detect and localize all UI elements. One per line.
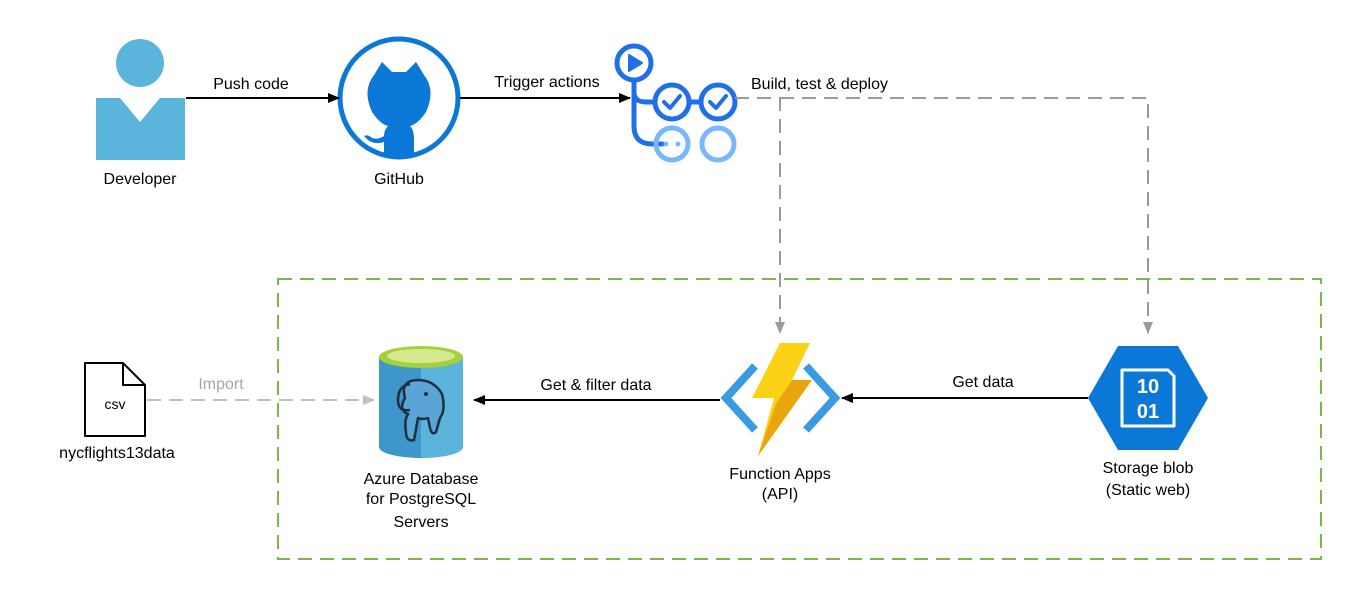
file-icon: csv (84, 362, 146, 437)
trigger-actions-label: Trigger actions (494, 74, 599, 91)
get-data-label: Get data (952, 374, 1013, 391)
user-icon (96, 39, 185, 160)
storage-blob-node: 10 01 Storage blob (Static web) (1088, 346, 1208, 499)
function-apps-label-line-2: (API) (762, 486, 798, 503)
csv-file-node: csv nycflights13data (59, 362, 175, 462)
storage-blob-icon: 10 01 (1088, 346, 1208, 450)
push-code-label: Push code (213, 76, 289, 93)
function-app-icon (720, 343, 841, 456)
build-deploy-label: Build, test & deploy (751, 76, 888, 93)
db-label-line-2: for PostgreSQL (366, 491, 476, 508)
storage-label-line-2: (Static web) (1106, 482, 1190, 499)
github-label: GitHub (374, 171, 424, 188)
github-icon (337, 36, 461, 160)
deploy-to-functions-arrow (735, 97, 785, 334)
developer-label: Developer (104, 171, 178, 188)
get-filter-data-label: Get & filter data (540, 377, 651, 394)
function-apps-label-line-1: Function Apps (729, 466, 830, 483)
storage-icon-text-1: 10 (1137, 376, 1159, 398)
elephant-icon (396, 378, 445, 442)
deploy-to-storage-arrow (780, 97, 1153, 334)
storage-label-line-1: Storage blob (1103, 460, 1194, 477)
db-label-line-3: Servers (393, 514, 448, 531)
function-apps-node: Function Apps (API) (720, 343, 841, 503)
storage-icon-text-2: 01 (1137, 401, 1159, 423)
csv-file-text: csv (105, 396, 126, 412)
github-actions-icon (614, 43, 738, 163)
github-node: GitHub (337, 36, 461, 188)
postgres-db-node: Azure Database for PostgreSQL Servers (364, 346, 479, 531)
github-actions-node (614, 43, 738, 163)
db-label-line-1: Azure Database (364, 471, 479, 488)
import-label: Import (198, 376, 244, 393)
developer-node: Developer (96, 39, 185, 188)
csv-label: nycflights13data (59, 445, 175, 462)
